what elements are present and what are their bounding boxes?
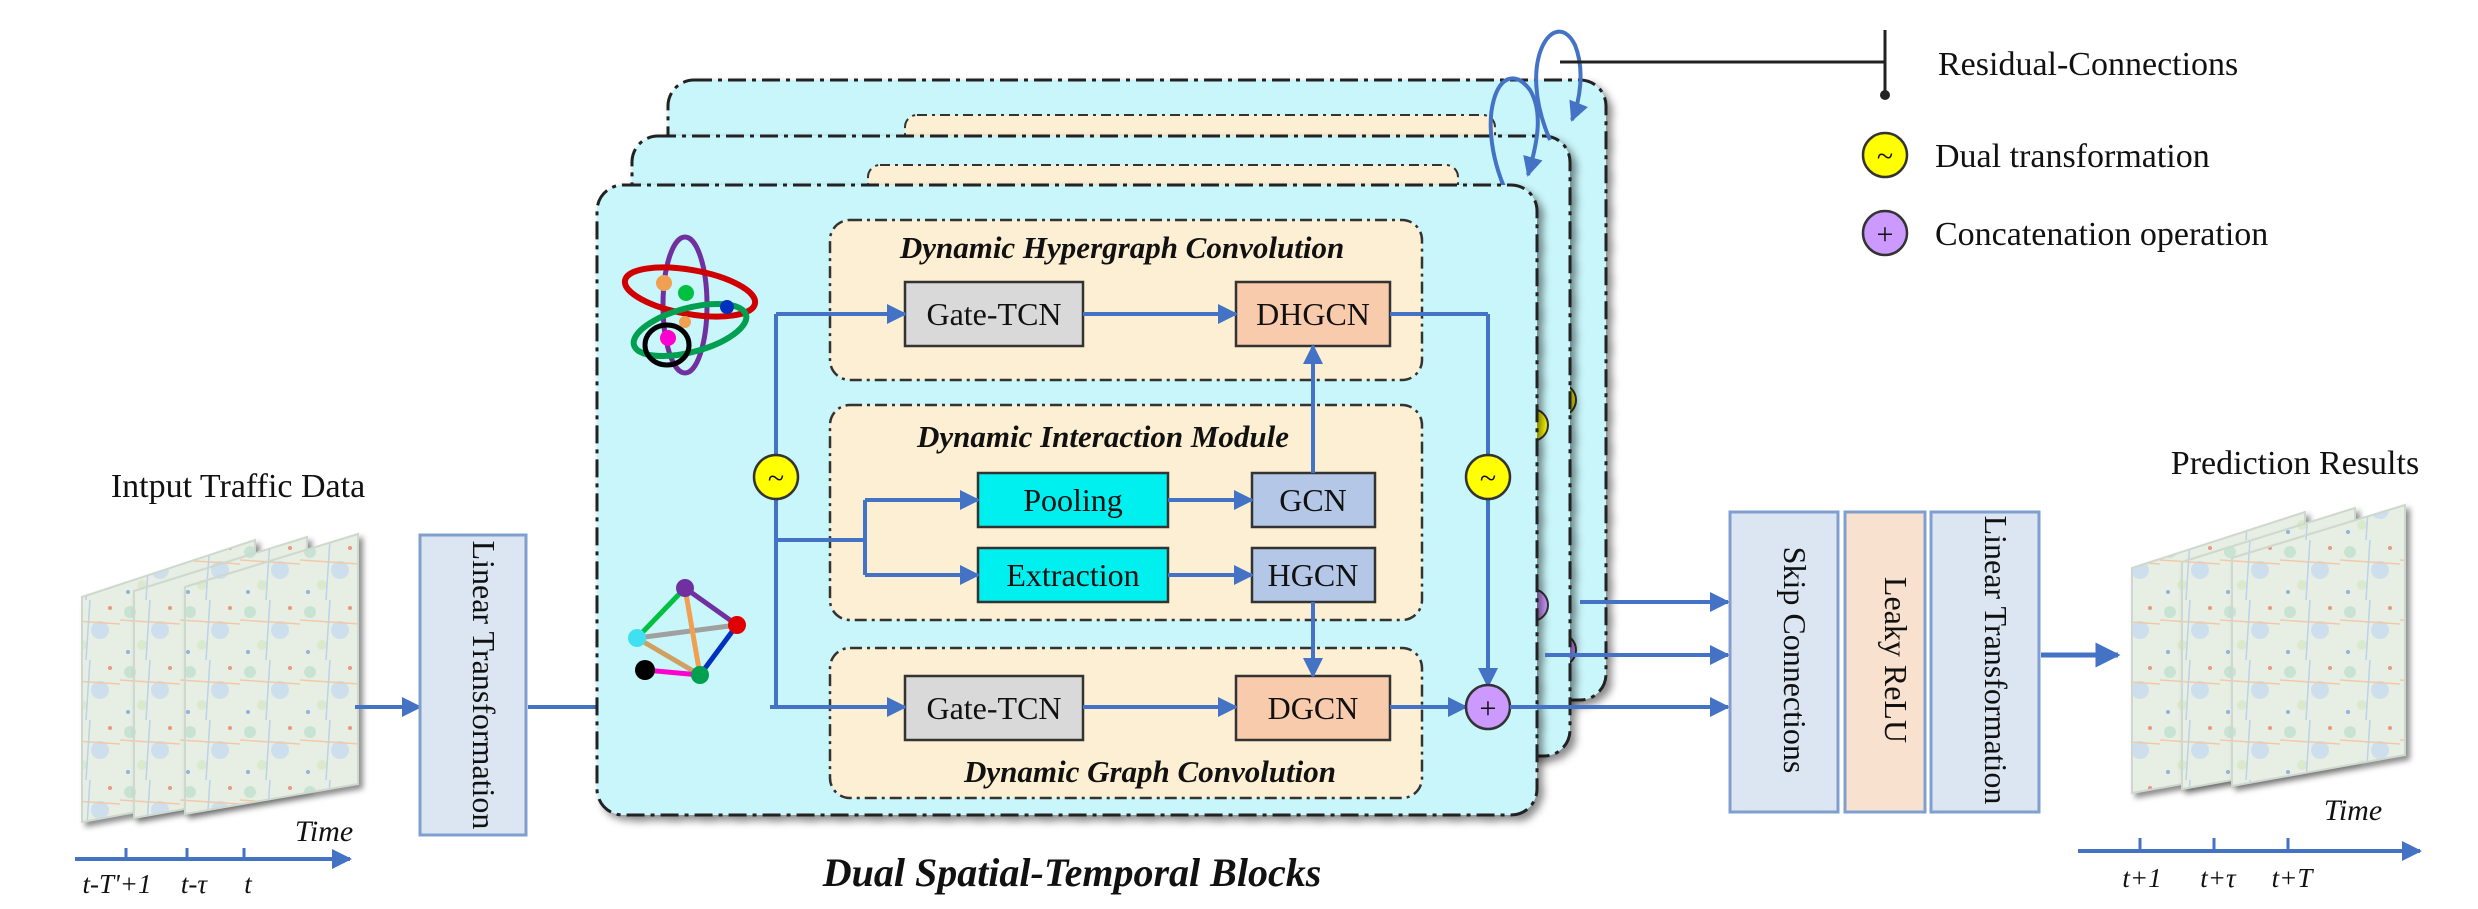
- linear-right-label: Linear Transformation: [1978, 516, 2014, 805]
- linear-transformation-left: Linear Transformation: [418, 533, 528, 837]
- linear-transformation-right: Linear Transformation: [1929, 510, 2041, 814]
- gcn-box: [1250, 471, 1377, 529]
- extraction-box: [976, 546, 1170, 604]
- interaction-module-title: Dynamic Interaction Module: [916, 419, 1289, 454]
- residual-arrow-1: [1488, 76, 1543, 201]
- prediction-results-group: Prediction Results Time t+1 t+τ t+T: [2078, 445, 2422, 893]
- legend-dual-symbol: [1861, 131, 1909, 179]
- hypergraph-icon: [621, 234, 759, 376]
- dual-transform-symbol-left: ~: [752, 453, 800, 501]
- legend-residual-label: Residual-Connections: [1938, 46, 2238, 83]
- skip-connections-label: Skip Connections: [1777, 547, 1813, 774]
- pooling-label: Pooling: [1023, 482, 1123, 518]
- pooling-box: [976, 471, 1170, 529]
- graph-conv-module: Gate-TCN DGCN Dynamic Graph Convolution: [828, 646, 1424, 800]
- svg-text:+: +: [1877, 218, 1894, 251]
- hypergraph-conv-module: Dynamic Hypergraph Convolution Gate-TCN …: [828, 218, 1424, 382]
- legend-concat-label: Concatenation operation: [1935, 216, 2268, 253]
- output-map-frame-3: [2231, 503, 2406, 788]
- legend-concat-symbol: [1861, 209, 1909, 257]
- dgcn-box: [1234, 674, 1392, 742]
- output-tick-label-3: t+T: [2272, 863, 2315, 893]
- hgcn-label: HGCN: [1268, 557, 1359, 593]
- graph-icon: [628, 579, 746, 684]
- block-output-arrows: [1510, 592, 1730, 717]
- dhgcn-label: DHGCN: [1256, 296, 1370, 332]
- graph-conv-title: Dynamic Graph Convolution: [963, 754, 1336, 789]
- gcn-label: GCN: [1279, 482, 1347, 518]
- gate-tcn-top-label: Gate-TCN: [926, 296, 1061, 332]
- svg-text:~: ~: [1877, 140, 1893, 173]
- gate-tcn-bottom-label: Gate-TCN: [926, 690, 1061, 726]
- dhgcn-box: [1234, 280, 1392, 348]
- legend-dual-label: Dual transformation: [1935, 138, 2210, 175]
- leaky-relu-label: Leaky ReLU: [1878, 577, 1914, 743]
- input-traffic-group: Intput Traffic Data Time t-T'+1 t-τ t: [75, 468, 365, 899]
- block-caption: Dual Spatial-Temporal Blocks: [822, 850, 1322, 895]
- svg-text:+: +: [1480, 692, 1497, 725]
- output-tick-label-2: t+τ: [2200, 863, 2237, 893]
- svg-text:~: ~: [768, 462, 784, 495]
- interaction-module: Dynamic Interaction Module Pooling Extra…: [828, 403, 1424, 622]
- hypergraph-conv-title: Dynamic Hypergraph Convolution: [899, 230, 1344, 265]
- gate-tcn-top-box: [903, 280, 1085, 348]
- input-map-frame-3: [184, 532, 359, 816]
- extraction-label: Extraction: [1006, 557, 1139, 593]
- legend: Residual-Connections ~ Dual transformati…: [1560, 30, 2268, 257]
- input-title: Intput Traffic Data: [111, 468, 365, 505]
- input-time-label: Time: [295, 815, 353, 848]
- input-tick-label-3: t: [244, 869, 253, 899]
- output-title: Prediction Results: [2171, 445, 2419, 482]
- linear-left-label: Linear Transformation: [466, 541, 502, 830]
- dual-transform-symbol-right: ~: [1464, 453, 1512, 501]
- leaky-relu-box: Leaky ReLU: [1843, 510, 1927, 814]
- input-tick-label-2: t-τ: [181, 869, 208, 899]
- svg-text:~: ~: [1480, 462, 1496, 495]
- concat-symbol: +: [1464, 683, 1512, 731]
- hgcn-box: [1250, 546, 1377, 604]
- output-tick-label-1: t+1: [2122, 863, 2161, 893]
- block-connectors: [770, 304, 1498, 717]
- residual-arrow-2: [1534, 29, 1588, 141]
- input-tick-label-1: t-T'+1: [82, 869, 151, 899]
- output-time-label: Time: [2324, 794, 2382, 827]
- dgcn-label: DGCN: [1268, 690, 1359, 726]
- skip-connections-box: Skip Connections: [1728, 510, 1840, 814]
